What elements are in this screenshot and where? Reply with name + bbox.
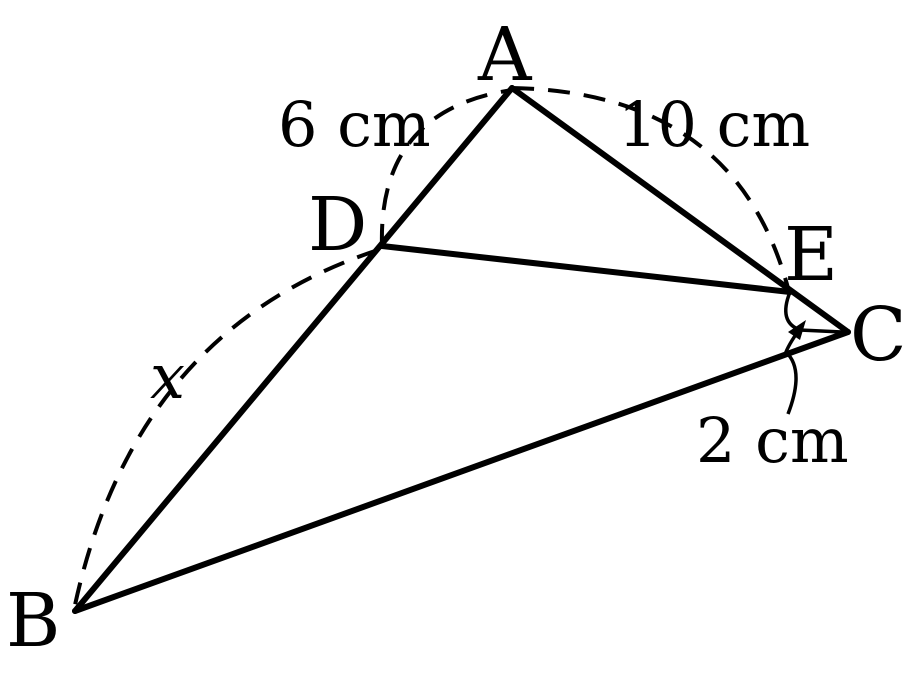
vertex-label-D: D <box>308 182 367 268</box>
segment-AB <box>72 85 515 614</box>
vertex-label-E: E <box>784 212 838 298</box>
length-label-EC: 2 cm <box>696 404 849 477</box>
length-label-DB: x <box>150 340 185 413</box>
arc-EC <box>784 291 843 334</box>
length-label-AD: 6 cm <box>278 88 431 161</box>
segment-DE <box>379 243 793 295</box>
length-label-AE: 10 cm <box>618 88 810 161</box>
vertex-label-B: B <box>6 578 60 664</box>
vertex-label-A: A <box>477 12 533 98</box>
arc-AD <box>379 88 513 247</box>
pointer-arrowhead <box>788 320 806 340</box>
arc-DB <box>73 248 379 606</box>
vertex-label-C: C <box>850 292 907 378</box>
arc-AE <box>511 86 790 289</box>
segment-BC <box>72 329 851 614</box>
